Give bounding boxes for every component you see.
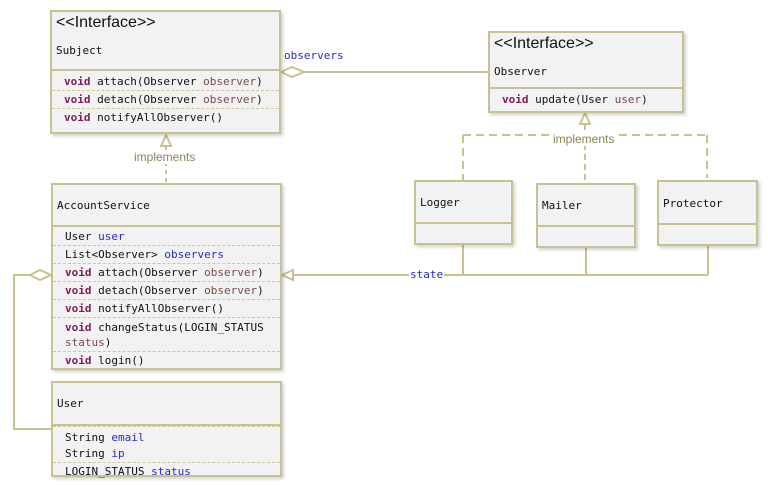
class-name: Mailer — [542, 199, 582, 212]
class-name: Logger — [420, 196, 460, 209]
class-account-service[interactable]: AccountService User user List<Observer> … — [51, 183, 282, 370]
user-aggregation-line — [13, 274, 51, 430]
realization-triangle-icon — [159, 132, 173, 147]
implements-label-right: implements — [553, 132, 615, 146]
stereotype: <<Interface>> — [56, 14, 156, 31]
observers-label: observers — [284, 49, 344, 62]
implements-label-left: implements — [134, 150, 196, 164]
method-row: void login() — [65, 354, 145, 367]
class-name: User — [57, 397, 84, 410]
field-row: List<Observer> observers — [53, 246, 280, 264]
field-row: String email — [65, 431, 145, 444]
method-row: void notifyAllObserver() — [64, 111, 223, 124]
class-observer[interactable]: <<Interface>> Observer void update(User … — [488, 31, 684, 113]
field-row: String ip — [53, 445, 280, 463]
method-row: void update(User user) — [502, 93, 648, 106]
field-row: User user — [53, 228, 280, 246]
state-label: state — [409, 268, 445, 281]
class-name: Protector — [663, 197, 723, 210]
stereotype: <<Interface>> — [494, 35, 594, 52]
state-arrow-icon — [279, 268, 294, 282]
class-user[interactable]: User String email String ip LOGIN_STATUS… — [51, 381, 282, 478]
method-row: void notifyAllObserver() — [53, 300, 280, 318]
method-row: void detach(Observer observer) — [52, 91, 279, 109]
class-subject[interactable]: <<Interface>> Subject void attach(Observ… — [50, 10, 281, 134]
aggregation-diamond-icon — [27, 268, 54, 282]
class-protector[interactable]: Protector — [657, 180, 758, 246]
class-name: Observer — [494, 65, 547, 78]
method-row: void attach(Observer observer) — [53, 264, 280, 282]
aggregation-diamond-icon — [278, 65, 307, 79]
field-row: LOGIN_STATUS status — [65, 465, 191, 478]
realization-triangle-icon — [578, 110, 592, 125]
class-name: Subject — [56, 44, 103, 57]
class-mailer[interactable]: Mailer — [536, 183, 636, 248]
method-row: void detach(Observer observer) — [53, 282, 280, 300]
class-name: AccountService — [57, 199, 150, 212]
class-logger[interactable]: Logger — [414, 180, 513, 245]
method-row: void attach(Observer observer) — [52, 73, 279, 91]
